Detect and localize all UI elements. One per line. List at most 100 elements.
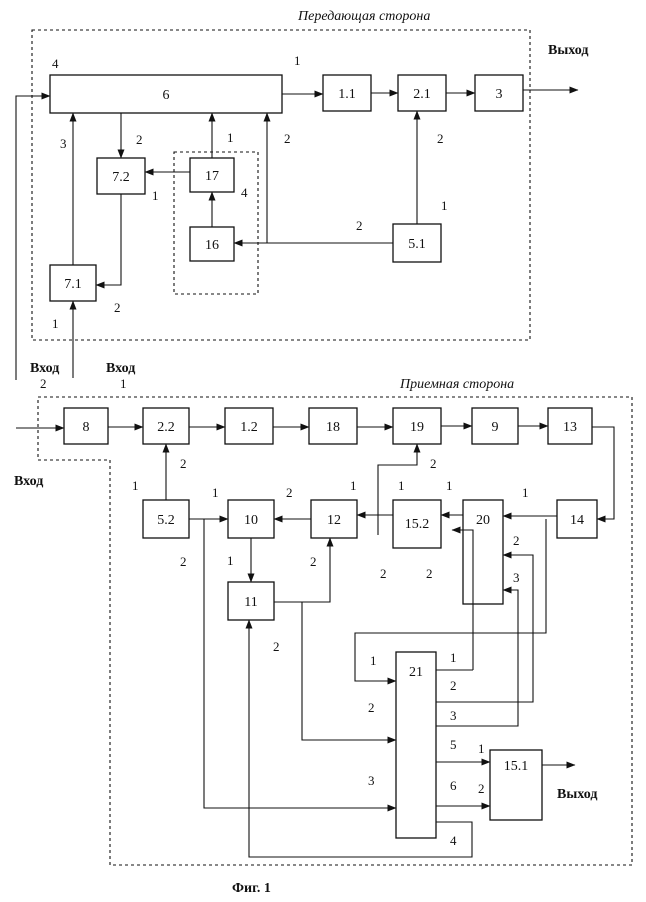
svg-text:9: 9 bbox=[492, 420, 499, 435]
transmit-side: Передающая сторона 6 1.1 2.1 3 7.2 17 bbox=[16, 9, 588, 391]
svg-text:14: 14 bbox=[570, 513, 584, 528]
svg-text:2: 2 bbox=[310, 554, 317, 569]
figure-caption: Фиг. 1 bbox=[232, 881, 271, 896]
svg-text:2: 2 bbox=[180, 554, 187, 569]
block-21: 21 bbox=[396, 652, 436, 838]
block-14: 14 bbox=[557, 500, 597, 538]
svg-text:5: 5 bbox=[450, 737, 457, 752]
transmit-side-title: Передающая сторона bbox=[297, 9, 430, 24]
block-3: 3 bbox=[475, 75, 523, 111]
tx-output-label: Выход bbox=[548, 43, 588, 58]
block-19: 19 bbox=[393, 408, 441, 444]
block-11: 11 bbox=[228, 582, 274, 620]
block-8: 8 bbox=[64, 408, 108, 444]
rx-output-label: Выход bbox=[557, 787, 597, 802]
svg-text:1: 1 bbox=[212, 485, 219, 500]
svg-text:3: 3 bbox=[513, 570, 520, 585]
tx-input-1-label: Вход bbox=[106, 361, 135, 376]
svg-text:18: 18 bbox=[326, 420, 340, 435]
block-15-1: 15.1 bbox=[490, 750, 542, 820]
svg-text:6: 6 bbox=[450, 778, 457, 793]
svg-text:19: 19 bbox=[410, 420, 424, 435]
svg-text:2: 2 bbox=[478, 781, 485, 796]
svg-text:1: 1 bbox=[441, 198, 448, 213]
svg-text:5.2: 5.2 bbox=[157, 513, 175, 528]
svg-text:2: 2 bbox=[284, 131, 291, 146]
svg-text:15.2: 15.2 bbox=[405, 517, 430, 532]
svg-text:2: 2 bbox=[286, 485, 293, 500]
svg-text:2: 2 bbox=[114, 300, 121, 315]
svg-text:12: 12 bbox=[327, 513, 341, 528]
block-2-1: 2.1 bbox=[398, 75, 446, 111]
block-9: 9 bbox=[472, 408, 518, 444]
svg-text:6: 6 bbox=[163, 88, 170, 103]
block-5-2: 5.2 bbox=[143, 500, 189, 538]
svg-text:4: 4 bbox=[450, 833, 457, 848]
svg-text:2: 2 bbox=[513, 533, 520, 548]
svg-text:4: 4 bbox=[52, 56, 59, 71]
svg-text:7.1: 7.1 bbox=[64, 277, 82, 292]
svg-text:1: 1 bbox=[398, 478, 405, 493]
svg-text:2: 2 bbox=[437, 131, 444, 146]
block-12: 12 bbox=[311, 500, 357, 538]
svg-text:16: 16 bbox=[205, 238, 219, 253]
tx-input-2-num: 2 bbox=[40, 376, 47, 391]
block-10: 10 bbox=[228, 500, 274, 538]
block-17: 17 bbox=[190, 158, 234, 192]
block-20: 20 bbox=[463, 500, 503, 604]
tx-input-1-num: 1 bbox=[120, 376, 127, 391]
svg-text:1.2: 1.2 bbox=[240, 420, 258, 435]
svg-text:3: 3 bbox=[450, 708, 457, 723]
block-1-2: 1.2 bbox=[225, 408, 273, 444]
tx-input-2-label: Вход bbox=[30, 361, 59, 376]
svg-text:2: 2 bbox=[450, 678, 457, 693]
svg-text:2: 2 bbox=[273, 639, 280, 654]
svg-text:1: 1 bbox=[350, 478, 357, 493]
svg-text:1: 1 bbox=[227, 130, 234, 145]
receive-side: Приемная сторона 8 2.2 1.2 18 19 9 13 bbox=[14, 377, 632, 865]
svg-text:1: 1 bbox=[478, 741, 485, 756]
svg-text:21: 21 bbox=[409, 665, 423, 680]
svg-text:2: 2 bbox=[356, 218, 363, 233]
svg-text:1: 1 bbox=[294, 53, 301, 68]
svg-text:2: 2 bbox=[380, 566, 387, 581]
svg-text:5.1: 5.1 bbox=[408, 237, 426, 252]
block-16: 16 bbox=[190, 227, 234, 261]
svg-text:2: 2 bbox=[426, 566, 433, 581]
svg-text:1: 1 bbox=[52, 316, 59, 331]
svg-text:10: 10 bbox=[244, 513, 258, 528]
svg-text:1: 1 bbox=[227, 553, 234, 568]
svg-text:8: 8 bbox=[83, 420, 90, 435]
receive-boundary bbox=[38, 397, 632, 865]
block-6: 6 bbox=[50, 75, 282, 113]
svg-text:3: 3 bbox=[60, 136, 67, 151]
svg-text:11: 11 bbox=[244, 595, 257, 610]
svg-text:3: 3 bbox=[496, 87, 503, 102]
receive-side-title: Приемная сторона bbox=[399, 377, 514, 392]
svg-text:15.1: 15.1 bbox=[504, 759, 529, 774]
block-7-2: 7.2 bbox=[97, 158, 145, 194]
block-15-2: 15.2 bbox=[393, 500, 441, 548]
svg-text:1: 1 bbox=[450, 650, 457, 665]
block-18: 18 bbox=[309, 408, 357, 444]
svg-text:1: 1 bbox=[370, 653, 377, 668]
block-13: 13 bbox=[548, 408, 592, 444]
svg-text:20: 20 bbox=[476, 513, 490, 528]
block-1-1: 1.1 bbox=[323, 75, 371, 111]
svg-text:13: 13 bbox=[563, 420, 577, 435]
svg-text:1: 1 bbox=[446, 478, 453, 493]
block-7-1: 7.1 bbox=[50, 265, 96, 301]
svg-text:1: 1 bbox=[522, 485, 529, 500]
block-2-2: 2.2 bbox=[143, 408, 189, 444]
svg-text:2: 2 bbox=[180, 456, 187, 471]
svg-text:2: 2 bbox=[368, 700, 375, 715]
svg-text:2.1: 2.1 bbox=[413, 87, 431, 102]
svg-text:2: 2 bbox=[136, 132, 143, 147]
svg-text:2: 2 bbox=[430, 456, 437, 471]
svg-text:17: 17 bbox=[205, 169, 219, 184]
svg-text:1.1: 1.1 bbox=[338, 87, 356, 102]
svg-text:4: 4 bbox=[241, 185, 248, 200]
svg-text:1: 1 bbox=[132, 478, 139, 493]
svg-text:7.2: 7.2 bbox=[112, 170, 130, 185]
